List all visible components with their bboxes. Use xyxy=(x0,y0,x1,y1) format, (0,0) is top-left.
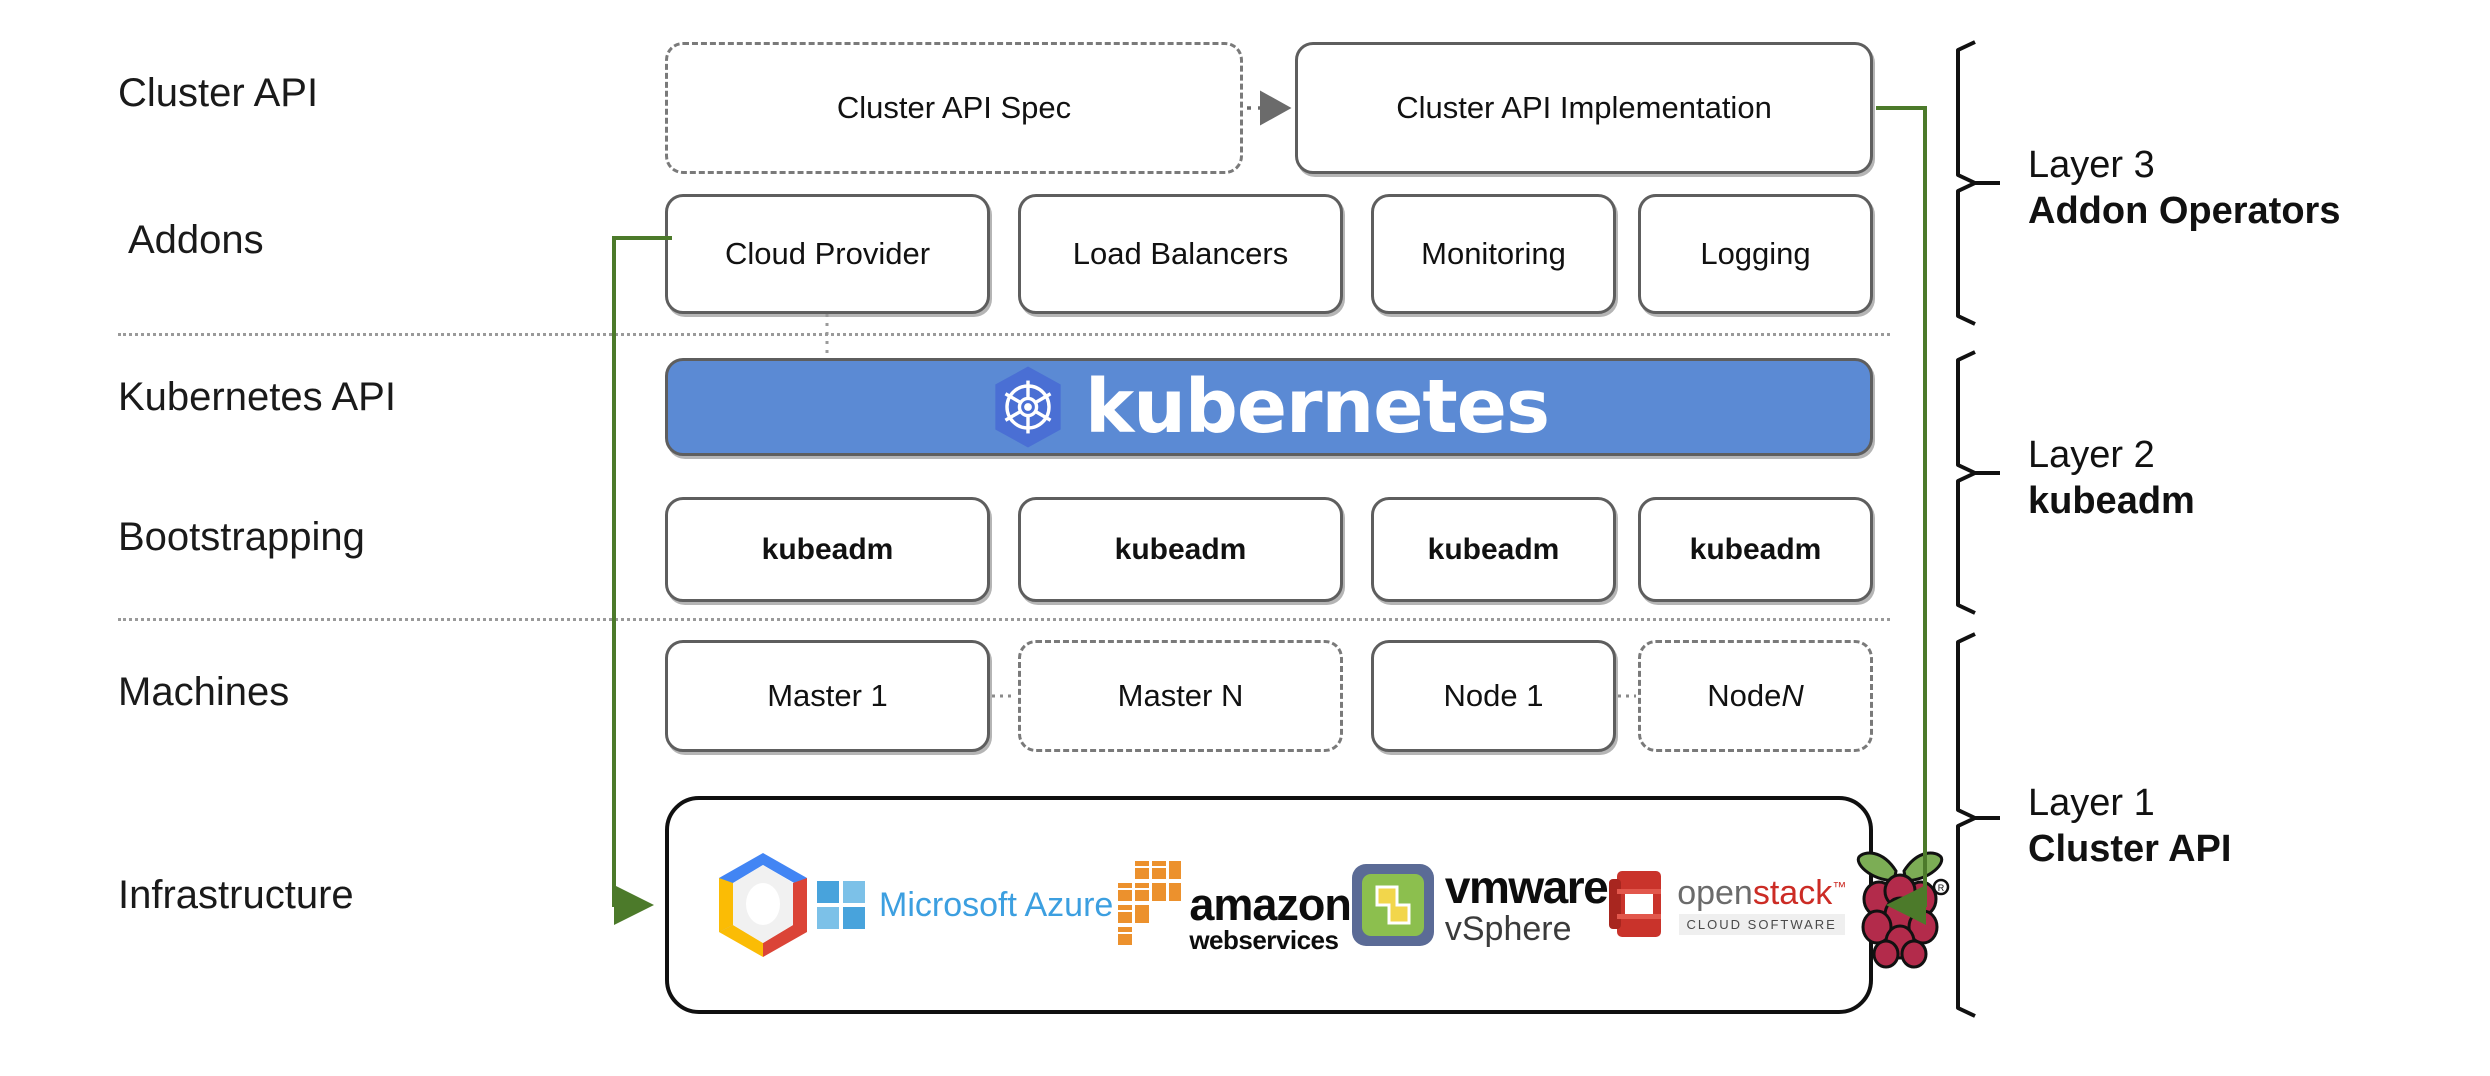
box-kubeadm-3[interactable]: kubeadm xyxy=(1371,497,1616,602)
amazon-web-services-logo: amazon webservices xyxy=(1113,857,1352,956)
bracket-layer-1 xyxy=(1956,632,1977,1018)
layer-2-number: Layer 2 xyxy=(2028,434,2155,476)
row-label-bootstrapping: Bootstrapping xyxy=(118,515,365,559)
vmware-label: vmware xyxy=(1444,861,1609,913)
box-addon-logging[interactable]: Logging xyxy=(1638,194,1873,314)
raspberry-pi-logo: R xyxy=(1846,841,1954,969)
box-machine-node-n-prefix: Node xyxy=(1707,678,1782,713)
box-machine-master-1[interactable]: Master 1 xyxy=(665,640,990,752)
connector-implementation-to-infrastructure xyxy=(1876,106,1927,925)
microsoft-squares-icon xyxy=(817,881,865,929)
infrastructure-container: Microsoft Azure xyxy=(665,796,1950,1014)
microsoft-azure-label: Microsoft Azure xyxy=(879,885,1114,924)
row-label-kubernetes-api: Kubernetes API xyxy=(118,375,396,419)
microsoft-azure-logo: Microsoft Azure xyxy=(815,879,1113,931)
openstack-open-label: open xyxy=(1677,873,1753,912)
box-addon-load-balancers[interactable]: Load Balancers xyxy=(1018,194,1343,314)
layer-label-2: Layer 2 kubeadm xyxy=(2028,432,2195,525)
box-kubeadm-1[interactable]: kubeadm xyxy=(665,497,990,602)
separator-layer3-layer2 xyxy=(118,333,1890,336)
layer-label-3: Layer 3 Addon Operators xyxy=(2028,142,2340,235)
box-kubeadm-2[interactable]: kubeadm xyxy=(1018,497,1343,602)
aws-boxes-icon xyxy=(1118,861,1182,945)
openstack-tm-mark: ™ xyxy=(1832,878,1847,895)
box-machine-node-n[interactable]: Node N xyxy=(1638,640,1873,752)
layer-2-name: kubeadm xyxy=(2028,480,2195,523)
kubernetes-banner: kubernetes xyxy=(665,358,1873,456)
openstack-stack-label: stack xyxy=(1752,873,1833,912)
vsphere-icon xyxy=(1351,864,1434,946)
layer-3-name: Addon Operators xyxy=(2028,190,2341,233)
box-addon-cloud-provider[interactable]: Cloud Provider xyxy=(665,194,990,314)
kubernetes-wordmark: kubernetes xyxy=(1084,364,1550,450)
google-cloud-platform-logo xyxy=(711,849,815,961)
row-label-addons: Addons xyxy=(128,218,264,262)
connector-cloud-provider-to-infrastructure xyxy=(612,236,672,925)
openstack-mark-icon xyxy=(1609,871,1662,937)
bracket-layer-2 xyxy=(1956,350,1977,615)
row-label-cluster-api: Cluster API xyxy=(118,71,319,115)
bracket-layer-3 xyxy=(1956,40,1977,326)
vmware-vsphere-logo: vmware vSphere xyxy=(1351,861,1609,948)
layer-1-name: Cluster API xyxy=(2028,828,2232,871)
amazon-web-services-sublabel: webservices xyxy=(1189,925,1339,956)
row-label-infrastructure: Infrastructure xyxy=(118,873,354,917)
kubernetes-helm-icon xyxy=(989,365,1067,449)
openstack-cloud-software-label: CLOUD SOFTWARE xyxy=(1678,913,1845,935)
layer-label-1: Layer 1 Cluster API xyxy=(2028,780,2231,873)
box-machine-node-n-italic: N xyxy=(1781,678,1804,713)
separator-layer2-layer1 xyxy=(118,618,1890,621)
box-machine-master-n[interactable]: Master N xyxy=(1018,640,1343,752)
vsphere-label: vSphere xyxy=(1444,910,1572,948)
box-kubeadm-4[interactable]: kubeadm xyxy=(1638,497,1873,602)
openstack-logo: openstack™ CLOUD SOFTWARE xyxy=(1607,865,1846,945)
box-cluster-api-spec[interactable]: Cluster API Spec xyxy=(665,42,1243,174)
box-cluster-api-implementation[interactable]: Cluster API Implementation xyxy=(1295,42,1873,174)
layer-3-number: Layer 3 xyxy=(2028,144,2155,186)
box-addon-monitoring[interactable]: Monitoring xyxy=(1371,194,1616,314)
row-label-machines: Machines xyxy=(118,670,290,714)
box-machine-node-1[interactable]: Node 1 xyxy=(1371,640,1616,752)
svg-text:R: R xyxy=(1938,883,1945,893)
amazon-label: amazon xyxy=(1189,878,1352,930)
layer-1-number: Layer 1 xyxy=(2028,782,2155,824)
